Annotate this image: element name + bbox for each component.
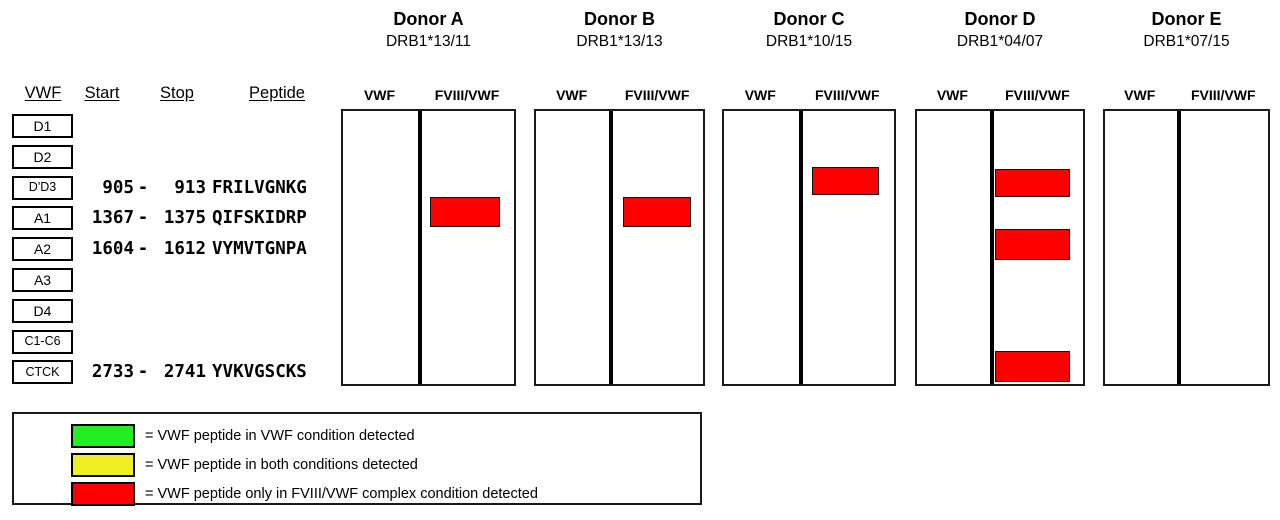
donor-panel-e: Donor E DRB1*07/15 VWF FVIII/VWF [1103,0,1270,388]
donor-plot-area-b [534,109,705,386]
condition-label-fviii: FVIII/VWF [1190,87,1256,103]
donor-haplotype: DRB1*13/11 [385,33,471,50]
table-row: A1 1367 - 1375 QIFSKIDRP [0,205,335,236]
column-header-peptide: Peptide [249,84,305,102]
donor-panel-b: Donor B DRB1*13/13 VWF FVIII/VWF [534,0,705,388]
condition-label-vwf: VWF [363,87,396,103]
table-row: A3 [0,267,335,298]
donor-title: Donor A [393,9,464,29]
legend-label-yellow: = VWF peptide in both conditions detecte… [145,457,418,473]
donor-haplotype: DRB1*07/15 [1143,33,1230,50]
table-column-headers: VWF Start Stop Peptide [0,84,335,106]
domain-box-a2: A2 [12,237,73,262]
row-start-value: 905 [102,177,134,198]
condition-labels: VWF FVIII/VWF [915,87,1085,107]
condition-divider-line [609,111,614,384]
row-stop-value: 1375 [163,208,206,229]
row-stop-value: 913 [174,177,206,198]
row-dash-separator: - [137,208,149,229]
domain-box-dprimed3: D'D3 [12,175,73,200]
legend: = VWF peptide in VWF condition detected … [12,412,702,508]
legend-item-red: = VWF peptide only in FVIII/VWF complex … [14,480,700,508]
peptide-bar-ctck [995,351,1070,382]
table-row: C1-C6 [0,329,335,360]
table-row: D1 [0,113,335,144]
domain-box-d2: D2 [12,144,73,169]
legend-swatch-yellow [71,453,135,477]
peptide-bar-dprimed3 [995,169,1070,197]
row-peptide-value: YVKVGSCKS [212,362,307,383]
condition-label-fviii: FVIII/VWF [434,87,500,103]
row-dash-separator: - [137,177,149,198]
row-start-value: 1604 [91,239,134,260]
condition-labels: VWF FVIII/VWF [1103,87,1270,107]
donor-title: Donor B [584,9,655,29]
domain-box-d1: D1 [12,114,73,138]
row-stop-value: 2741 [163,362,206,383]
legend-label-red: = VWF peptide only in FVIII/VWF complex … [145,486,538,502]
table-row: CTCK 2733 - 2741 YVKVGSCKS [0,359,335,390]
condition-labels: VWF FVIII/VWF [722,87,896,107]
vwf-domain-table: VWF Start Stop Peptide D1 D2 D'D3 905 - … [0,0,335,400]
row-peptide-value: FRILVGNKG [212,177,307,198]
legend-label-green: = VWF peptide in VWF condition detected [145,428,415,444]
condition-label-fviii: FVIII/VWF [1005,87,1070,103]
domain-box-c1-c6: C1-C6 [12,329,73,354]
donor-plot-area-d [915,109,1085,386]
domain-box-d4: D4 [12,298,73,323]
donor-panel-a: Donor A DRB1*13/11 VWF FVIII/VWF [341,0,516,388]
domain-box-a1: A1 [12,206,73,231]
peptide-bar-dprimed3 [812,167,879,195]
domain-box-a3: A3 [12,267,73,292]
condition-label-vwf: VWF [936,87,968,103]
donor-title: Donor C [773,9,845,29]
condition-divider-line [798,111,803,384]
condition-divider-line [1176,111,1181,384]
condition-labels: VWF FVIII/VWF [341,87,516,107]
donor-haplotype: DRB1*10/15 [765,33,853,50]
table-row: D'D3 905 - 913 FRILVGNKG [0,175,335,206]
peptide-bar-a2 [995,229,1070,260]
row-dash-separator: - [137,362,149,383]
column-header-stop: Stop [160,84,194,102]
condition-labels: VWF FVIII/VWF [534,87,705,107]
legend-item-yellow: = VWF peptide in both conditions detecte… [14,451,700,479]
peptide-bar-a1 [430,197,501,227]
legend-swatch-red [71,482,135,506]
row-peptide-value: VYMVTGNPA [212,239,307,260]
donor-haplotype: DRB1*04/07 [956,33,1044,50]
column-header-vwf: VWF [24,84,62,102]
donor-panel-d: Donor D DRB1*04/07 VWF FVIII/VWF [915,0,1085,388]
condition-label-vwf: VWF [744,87,776,103]
domain-row-list: D1 D2 D'D3 905 - 913 FRILVGNKG A1 1367 -… [0,113,335,390]
row-stop-value: 1612 [163,239,206,260]
condition-divider-line [418,111,423,384]
condition-divider-line [990,111,995,384]
donor-panel-c: Donor C DRB1*10/15 VWF FVIII/VWF [722,0,896,388]
legend-item-green: = VWF peptide in VWF condition detected [14,422,700,450]
donor-plot-area-a [341,109,516,386]
donor-title: Donor D [964,9,1036,29]
row-dash-separator: - [137,239,149,260]
row-start-value: 2733 [91,362,134,383]
donor-plot-area-c [722,109,896,386]
table-row: D4 [0,298,335,329]
donor-haplotype: DRB1*13/13 [576,33,663,50]
table-row: A2 1604 - 1612 VYMVTGNPA [0,236,335,267]
donor-title: Donor E [1151,9,1222,29]
peptide-bar-a1 [622,197,692,227]
table-row: D2 [0,144,335,175]
column-header-start: Start [84,84,120,102]
domain-box-ctck: CTCK [12,360,73,385]
condition-label-fviii: FVIII/VWF [624,87,690,103]
donor-plot-area-e [1103,109,1270,386]
condition-label-vwf: VWF [1124,87,1156,103]
row-peptide-value: QIFSKIDRP [212,208,307,229]
row-start-value: 1367 [91,208,134,229]
legend-swatch-green [71,424,135,448]
condition-label-fviii: FVIII/VWF [814,87,880,103]
condition-label-vwf: VWF [556,87,588,103]
